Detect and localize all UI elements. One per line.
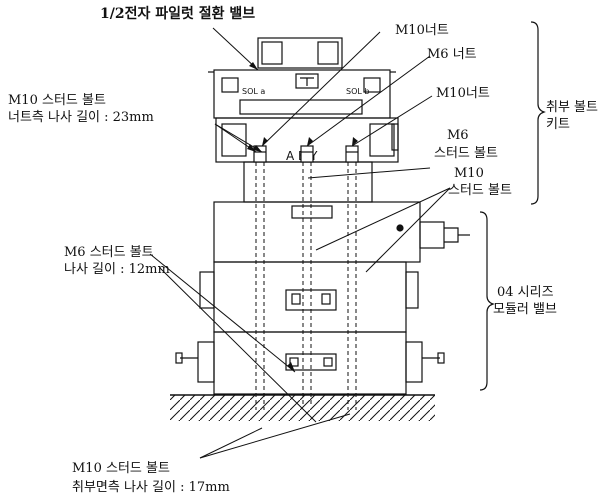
m10-stud-label-line1: M10: [454, 166, 484, 181]
m6-length-label-line2: 나사 길이 : 12mm: [64, 262, 170, 277]
modular-valve-stack: [175, 201, 470, 395]
leader-lines: [149, 27, 451, 459]
series-label-line2: 모듈러 밸브: [493, 302, 557, 317]
m6-length-label-line1: M6 스터드 볼트: [64, 245, 154, 260]
left-bolt-label-line1: M10 스터드 볼트: [8, 93, 106, 108]
pilot-solenoid-valve: [208, 37, 396, 119]
brackets: [479, 21, 546, 391]
m6-nut-label: M6 너트: [427, 47, 477, 62]
stud-bolts: [255, 162, 357, 410]
m6-stud-label-line1: M6: [447, 128, 469, 143]
m10-nut-label-1: M10너트: [395, 23, 449, 38]
sol-b-label: SOL b: [346, 87, 369, 96]
mount-kit-label-line2: 키트: [546, 117, 570, 132]
left-bolt-label-line2: 너트측 나사 길이 : 23mm: [8, 110, 154, 125]
series-label-line1: 04 시리즈: [497, 285, 554, 300]
m10-stud-label-line2: 스터드 볼트: [448, 183, 512, 198]
leader-arrowheads: [247, 62, 358, 372]
bottom-bolt-label-line2: 취부면측 나사 길이 : 17mm: [72, 480, 230, 495]
bottom-bolt-label-line1: M10 스터드 볼트: [72, 461, 170, 476]
mount-kit-label-line1: 취부 볼트: [546, 100, 598, 115]
m10-nut-label-2: M10너트: [436, 86, 490, 101]
nuts: [253, 145, 359, 163]
pilot-valve-label: 1/2전자 파일럿 절환 밸브: [100, 6, 256, 22]
m6-stud-label-line2: 스터드 볼트: [434, 146, 498, 161]
sol-a-label: SOL a: [242, 87, 265, 96]
